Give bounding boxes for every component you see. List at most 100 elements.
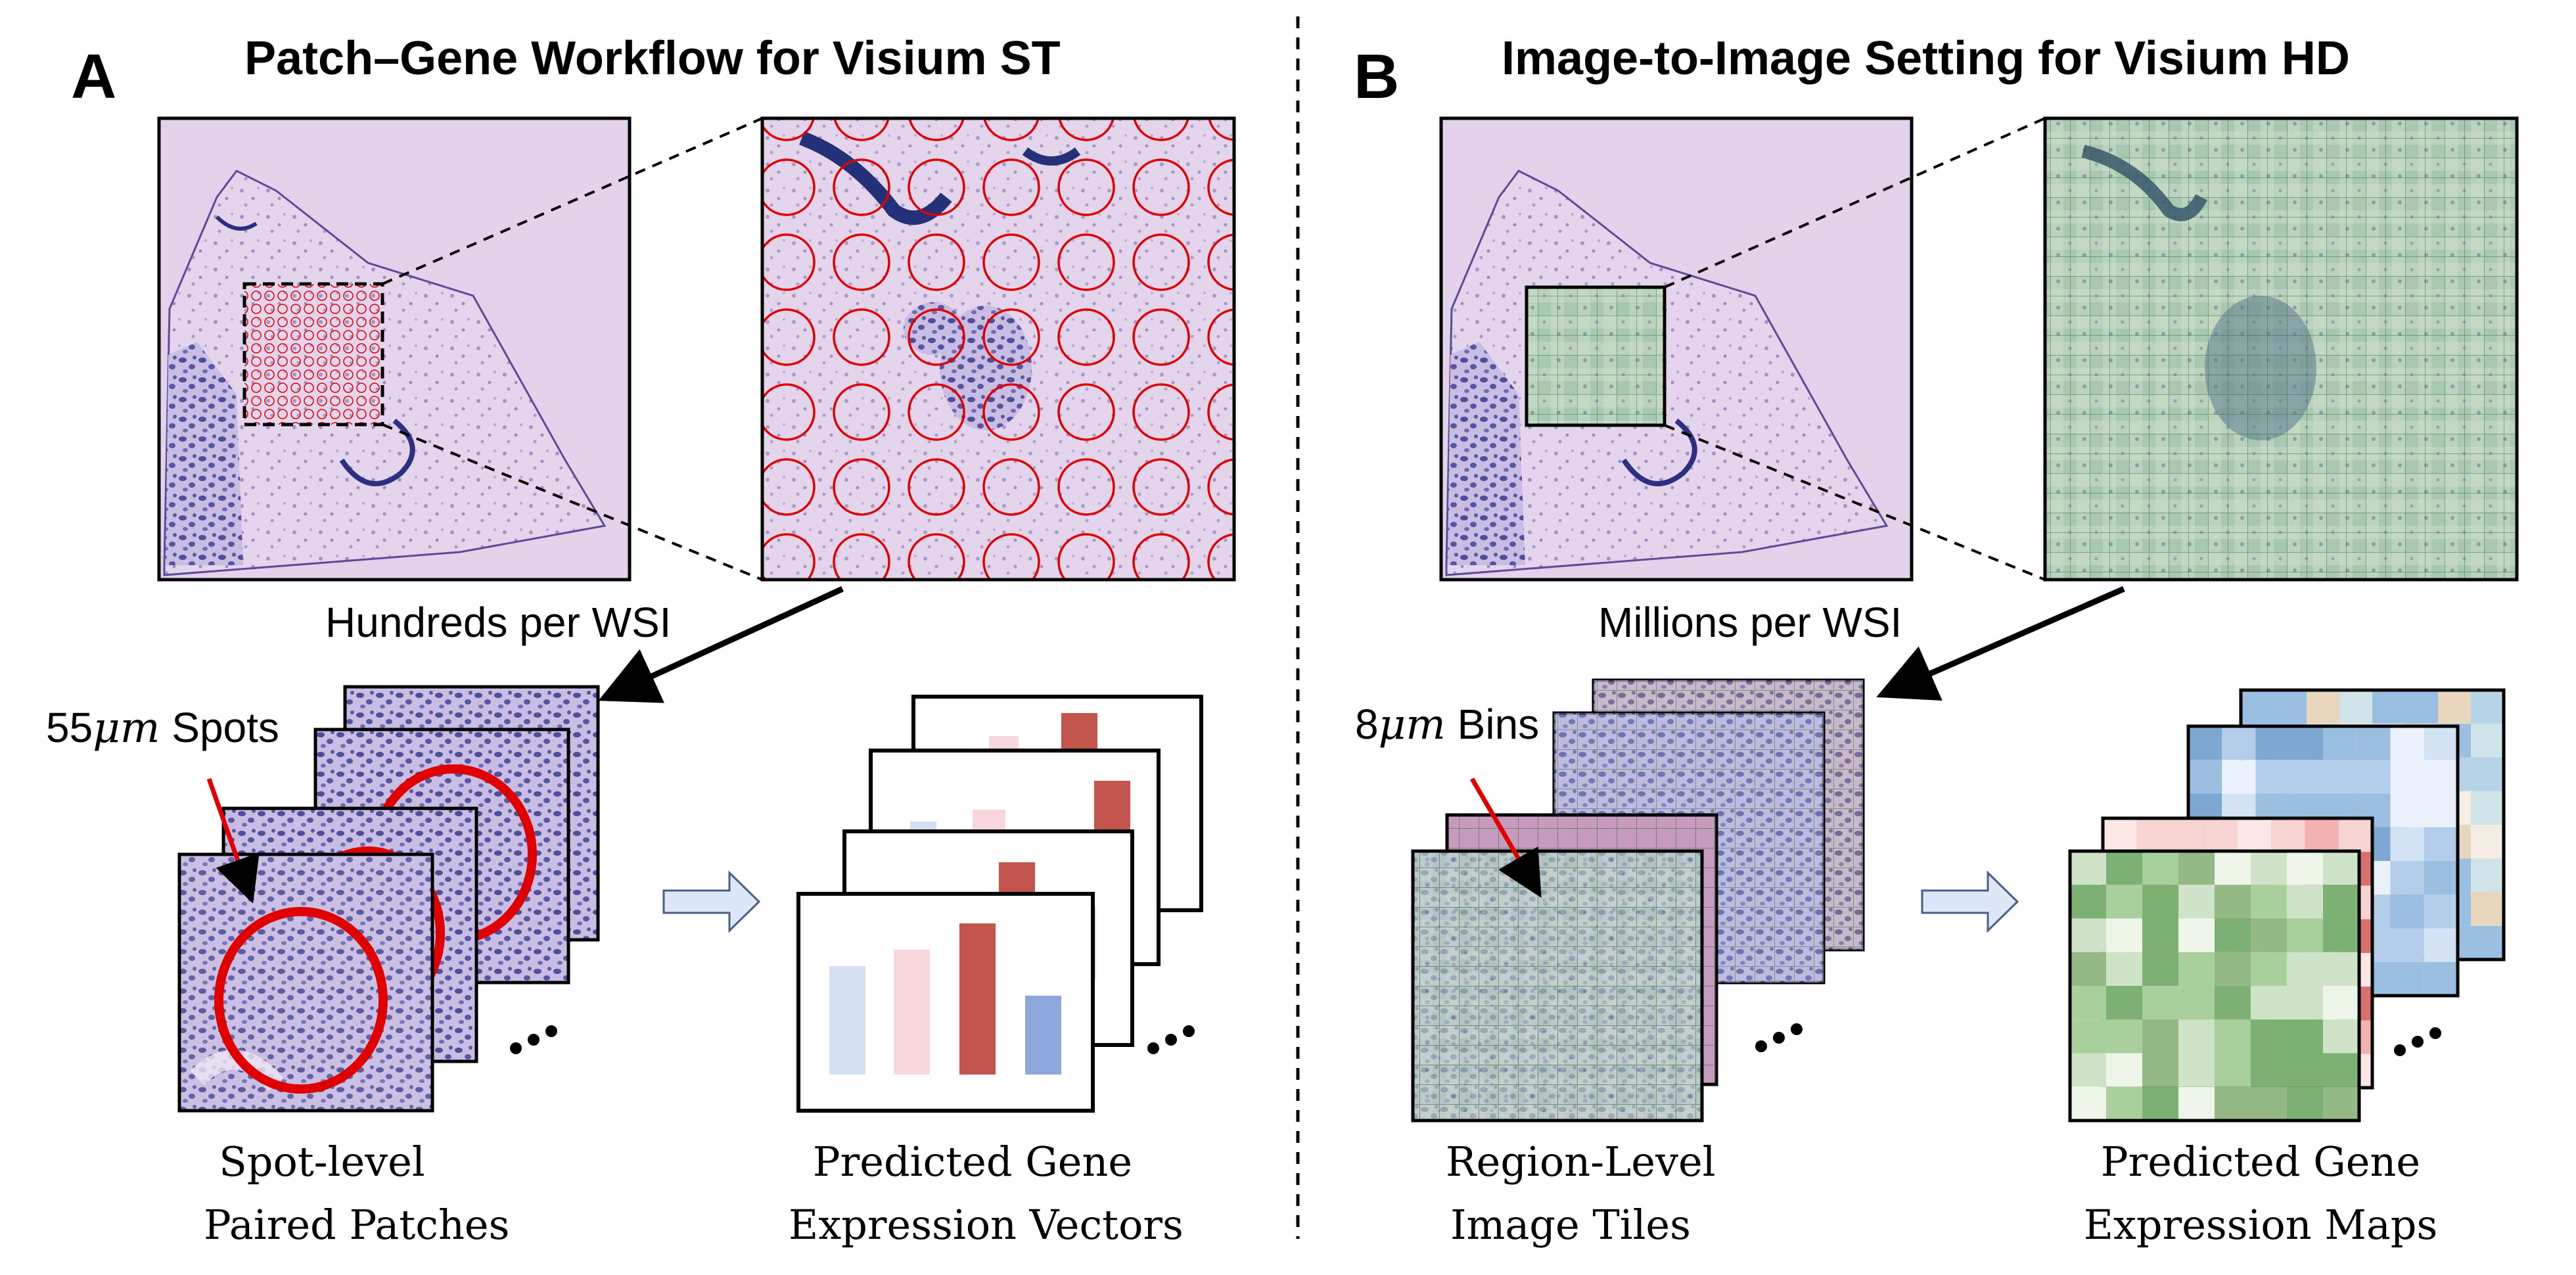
chart-bar-0 <box>829 966 865 1075</box>
expression-map-3 <box>2068 849 2361 1123</box>
panel-b-right-caption: Predicted Gene Expression Maps <box>2077 1130 2445 1257</box>
map-cell <box>2251 1086 2287 1121</box>
map-cell <box>2178 1053 2215 1087</box>
spot-pointer-arrow <box>206 777 260 904</box>
map-cell <box>2203 818 2238 852</box>
map-cell <box>2142 986 2178 1020</box>
map-cell <box>2323 1019 2359 1054</box>
map-cell <box>2357 760 2391 794</box>
panel-a-right-caption-line1: Predicted Gene <box>812 1138 1133 1186</box>
map-cell <box>2251 918 2287 952</box>
wsi-thumbnail-b <box>1439 116 1914 582</box>
map-cell <box>2339 690 2372 724</box>
map-cell <box>2215 885 2251 919</box>
map-cell <box>2255 726 2289 760</box>
spot-size-text: Spots <box>160 704 279 751</box>
map-cell <box>2251 1019 2287 1054</box>
map-cell <box>2215 918 2251 952</box>
expression-map-stack-b <box>2068 688 2506 1123</box>
map-cell <box>2305 818 2339 852</box>
bin-size-text: Bins <box>1445 701 1540 748</box>
map-cell <box>2215 1086 2251 1121</box>
map-cell <box>2106 986 2142 1020</box>
map-cell <box>2222 726 2256 760</box>
map-cell <box>2372 690 2405 724</box>
map-cell <box>2289 726 2323 760</box>
zoom-line-b-top <box>1664 117 2046 289</box>
map-cell <box>2106 885 2142 919</box>
zoom-inset-b <box>2043 116 2519 582</box>
map-cell <box>2103 818 2137 852</box>
map-cell <box>2390 894 2424 929</box>
bin-pointer-arrow <box>1469 777 1542 898</box>
map-cell <box>2070 851 2106 885</box>
map-cell <box>2287 885 2323 919</box>
map-cell <box>2390 827 2424 861</box>
bin-size-unit: μm <box>1378 701 1446 749</box>
map-cell <box>2390 928 2424 962</box>
map-cell <box>2142 851 2178 885</box>
map-cell <box>2438 690 2471 724</box>
map-cell <box>2424 726 2458 760</box>
map-cell <box>2287 986 2323 1020</box>
map-cell <box>2323 885 2359 919</box>
block-arrow-b <box>1921 870 2019 933</box>
map-cell <box>2178 1086 2215 1121</box>
spot-size-label: 55μm Spots <box>46 703 279 753</box>
map-cell <box>2238 818 2272 852</box>
map-cell <box>2106 918 2142 952</box>
zoom-line-b-bottom <box>1664 424 2046 581</box>
bin-size-value: 8 <box>1355 701 1379 748</box>
map-cell <box>2405 690 2438 724</box>
map-cell <box>2070 1086 2106 1121</box>
map-cell <box>2424 760 2458 794</box>
map-cell <box>2274 690 2307 724</box>
panel-a-left-caption: Spot-level Paired Patches <box>204 1130 510 1257</box>
bin-size-label: 8μm Bins <box>1355 700 1539 749</box>
map-cell <box>2251 1053 2287 1087</box>
zoom-inset-a <box>760 116 1236 582</box>
zoom-line-a-bottom <box>382 423 763 581</box>
map-cell <box>2287 851 2323 885</box>
map-cell <box>2178 885 2215 919</box>
panel-b-count-label: Millions per WSI <box>1598 599 1902 646</box>
map-cell <box>2471 925 2504 960</box>
map-cell <box>2471 858 2504 892</box>
map-cell <box>2424 861 2458 895</box>
panel-letter-a: A <box>71 41 117 112</box>
map-cell <box>2287 918 2323 952</box>
ellipsis-a-right <box>1147 1025 1195 1054</box>
map-cell <box>2178 851 2215 885</box>
map-cell <box>2338 818 2372 852</box>
panel-b-right-caption-line1: Predicted Gene <box>2100 1138 2421 1186</box>
map-cell <box>2424 827 2458 861</box>
map-cell <box>2271 818 2305 852</box>
ellipsis-a-left <box>510 1025 557 1054</box>
expression-vector-bars <box>829 923 1061 1075</box>
map-cell <box>2323 986 2359 1020</box>
map-cell <box>2188 760 2222 794</box>
map-cell <box>2215 986 2251 1020</box>
panel-a-right-caption-line2: Expression Vectors <box>789 1201 1184 1249</box>
map-cell <box>2251 885 2287 919</box>
map-cell <box>2287 952 2323 986</box>
map-cell <box>2222 760 2256 794</box>
flow-arrow-b <box>1876 586 2125 701</box>
map-cell <box>2178 952 2215 986</box>
map-cell <box>2323 760 2357 794</box>
panel-a-left-caption-line1: Spot-level <box>219 1138 425 1186</box>
map-cell <box>2215 1019 2251 1054</box>
map-cell <box>2390 861 2424 895</box>
map-cell <box>2142 1053 2178 1087</box>
map-cell <box>2323 1053 2359 1087</box>
map-cell <box>2323 918 2359 952</box>
flow-arrow-a <box>598 586 844 703</box>
map-cell <box>2471 791 2504 825</box>
panel-a-left-caption-line2: Paired Patches <box>204 1201 510 1249</box>
panel-b-left-caption: Region-Level Image Tiles <box>1446 1130 1716 1257</box>
map-cell <box>2178 1019 2215 1054</box>
map-cell <box>2289 760 2323 794</box>
panel-a-count-label: Hundreds per WSI <box>325 599 672 646</box>
map-cell <box>2323 952 2359 986</box>
